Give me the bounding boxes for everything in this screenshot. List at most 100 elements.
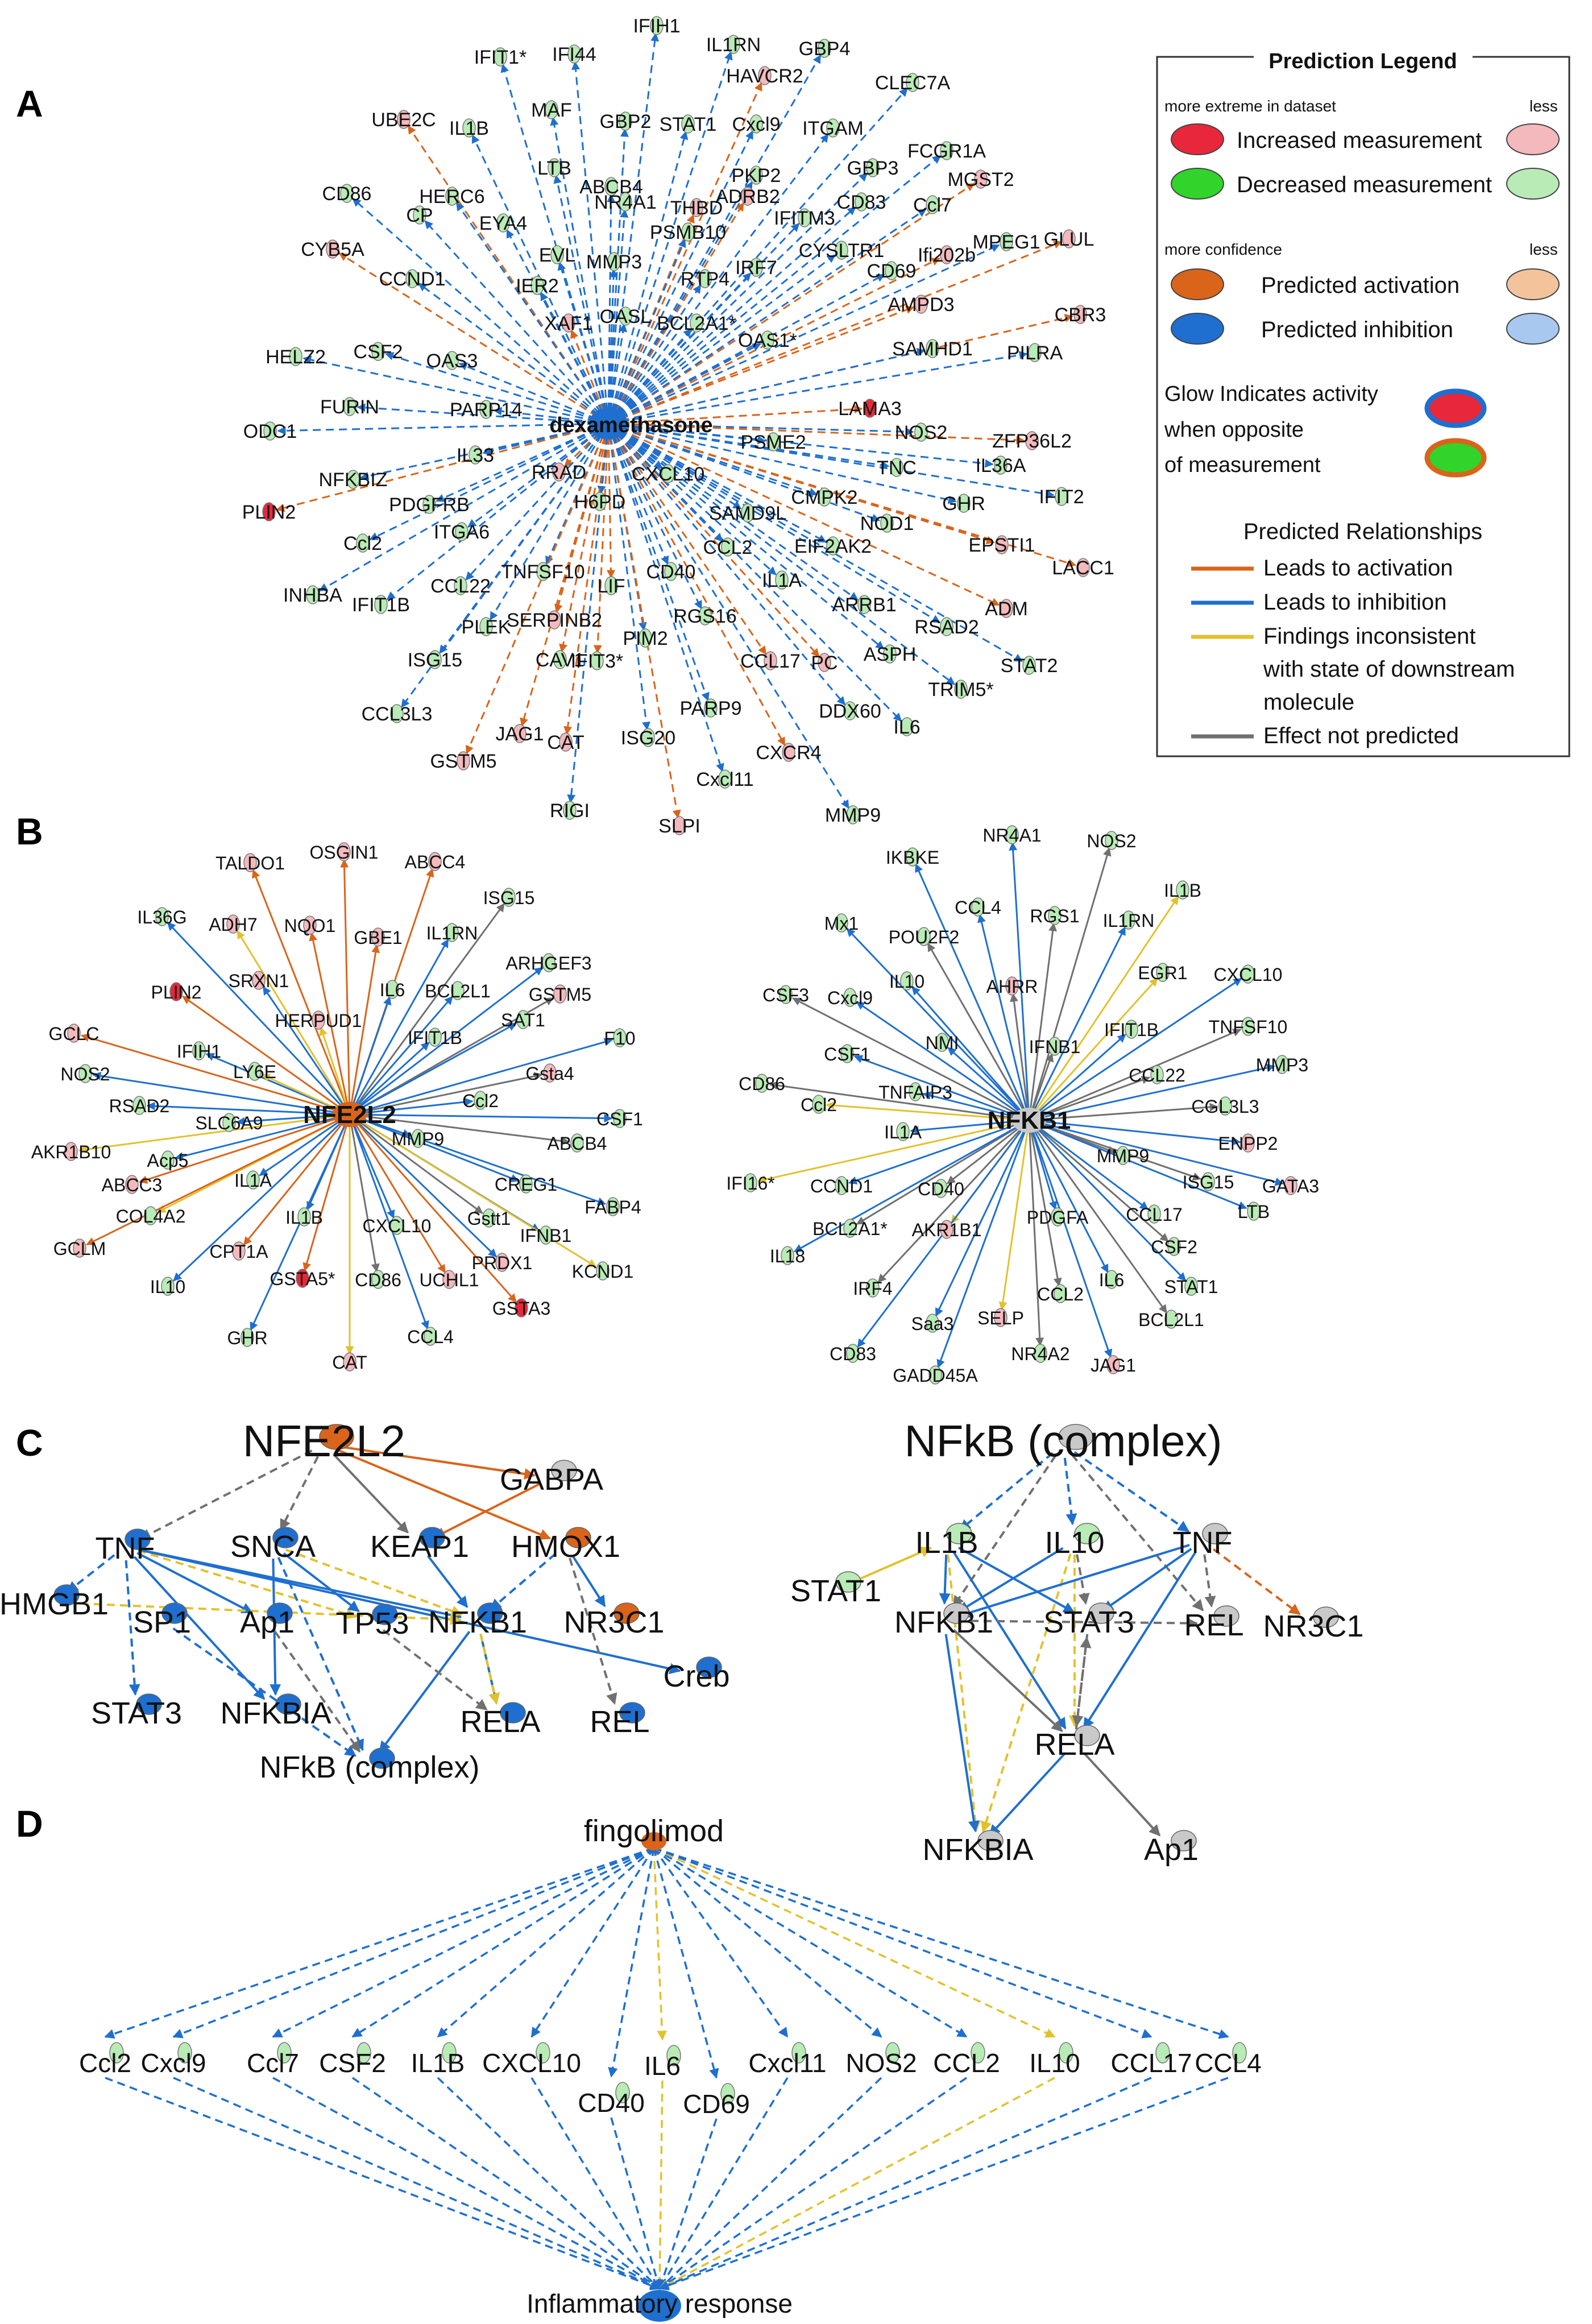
- node-shape-lama3: [863, 399, 877, 418]
- node-shape-ccl2: [1054, 1284, 1067, 1303]
- node-shape-osgin1: [337, 842, 351, 861]
- node-label-ifit1b: IFIT1B: [352, 594, 410, 616]
- panel-d-edge-bottom-nos2: [658, 2077, 882, 2290]
- panelc2-edge-6: [939, 1554, 951, 1605]
- node-shape-gclm: [73, 1238, 86, 1258]
- node-label-abcc3: ABCC3: [102, 1175, 163, 1195]
- node-shape-ahrr: [1005, 976, 1019, 996]
- node-mmp9: MMP9: [1097, 1146, 1149, 1166]
- panel-d-edge-top-cd69: [653, 1847, 719, 2079]
- panelc1-edge-10: [138, 1550, 358, 1619]
- node-cd40: CD40: [578, 2082, 645, 2118]
- node-label-gstm5: GSTM5: [529, 984, 591, 1005]
- node-label-cd40: CD40: [646, 561, 696, 583]
- panela-edge-nr4a1: [607, 209, 629, 424]
- panel-d-edge-top-cxcl9: [172, 1847, 654, 2039]
- node-nos2: NOS2: [895, 422, 948, 444]
- panela-edge-cd83: [608, 206, 856, 425]
- node-gsta5: GSTA5*: [270, 1269, 335, 1289]
- node-ltb: LTB: [1238, 1202, 1270, 1222]
- node-shape-gsta5: [296, 1269, 309, 1288]
- panelb2-edge-cxcl9: [856, 1001, 1030, 1121]
- node-label-gstt1: Gstt1: [467, 1208, 511, 1229]
- node-parp9: PARP9: [680, 698, 742, 719]
- node-irf7: IRF7: [735, 257, 777, 279]
- panela-edge-plek: [489, 423, 610, 621]
- node-shape-slpi: [673, 816, 686, 835]
- node-helz2: HELZ2: [266, 346, 326, 368]
- panel-b-nfkb1-edges: [757, 842, 1284, 1369]
- node-shape-il1a: [896, 1122, 910, 1141]
- node-label-uchl1: UCHL1: [420, 1270, 479, 1290]
- node-shape-abcc4: [428, 852, 442, 871]
- node-label-irf7: IRF7: [735, 257, 777, 279]
- node-shape-acp5: [161, 1150, 175, 1170]
- panelb1-edge-uchl1: [349, 1114, 446, 1274]
- node-label-tnfaip3: TNFAIP3: [878, 1082, 952, 1103]
- node-label-plin2: PLIN2: [242, 502, 296, 523]
- node-tnc: TNC: [877, 457, 917, 479]
- node-label-ghr: GHR: [227, 1328, 267, 1348]
- node-samd9l: SAMD9L: [709, 503, 786, 524]
- node-shape-ifnb1: [539, 1225, 553, 1245]
- panelc1-edge-17: [490, 1553, 557, 1610]
- node-shape-cxcl9: [843, 988, 857, 1007]
- panela-edge-samhd1: [608, 347, 926, 425]
- node-adm: ADM: [985, 598, 1028, 620]
- node-ifnb1: IFNB1: [1029, 1037, 1081, 1057]
- node-shape-rgs16: [698, 606, 712, 625]
- node-gabpa: GABPA: [500, 1460, 603, 1497]
- node-ifit1b: IFIT1B: [352, 594, 410, 616]
- node-epsti1: EPSTI1: [968, 535, 1035, 556]
- node-abcb4: ABCB4: [548, 1133, 607, 1154]
- panela-edge-pc: [607, 422, 820, 657]
- node-label-nr4a1: NR4A1: [594, 192, 657, 213]
- node-shape-il1b: [442, 2042, 457, 2064]
- node-label-parp14: PARP14: [450, 399, 523, 421]
- panelb1-edge-prdx1: [349, 1113, 498, 1258]
- node-label-adh7: ADH7: [209, 914, 257, 935]
- panel-letter-b: B: [16, 810, 43, 852]
- node-shape-ccl7: [277, 2042, 292, 2064]
- node-shape-il1rn: [727, 35, 740, 54]
- panelb1-edge-il36g: [167, 922, 351, 1116]
- panelb2-edge-nmi: [947, 1047, 1030, 1121]
- panelb2-edge-il18: [793, 1119, 1030, 1253]
- node-label-rrad: RRAD: [532, 462, 586, 483]
- node-shape-nfkb-complex: [369, 1747, 395, 1769]
- node-shape-cpt1a: [232, 1241, 246, 1261]
- node-nr4a1: NR4A1: [594, 192, 657, 213]
- panelc2-edge-18: [1203, 1554, 1216, 1608]
- node-evl: EVL: [539, 245, 575, 266]
- node-shape-ltb: [548, 158, 561, 177]
- node-label-nr3c1: NR3C1: [1263, 1609, 1363, 1643]
- node-egr1: EGR1: [1138, 963, 1187, 983]
- node-rgs1: RGS1: [1030, 906, 1079, 926]
- node-shape-h6pd: [593, 492, 607, 511]
- node-shape-nr4a1: [1005, 825, 1019, 844]
- node-ifi202b: Ifi202b: [918, 245, 976, 266]
- panel-d-edge-bottom-cd40: [610, 2117, 662, 2290]
- node-stat1: STAT1: [1164, 1277, 1218, 1297]
- node-label-cmpk2: CMPK2: [791, 487, 857, 508]
- panelb1-edge-gclm: [86, 1113, 350, 1246]
- node-cp: CP: [406, 205, 433, 226]
- panelb2-edge-nr4a1: [1009, 842, 1030, 1121]
- node-shape-ccl17: [1147, 1204, 1161, 1224]
- node-shape-il33: [469, 445, 482, 465]
- node-cxcl10: CXCL10: [482, 2042, 581, 2078]
- panel-d-edge-bottom-cd69: [657, 2118, 718, 2290]
- panel-c-right-edges: [848, 1451, 1301, 1837]
- panela-edge-oas3: [458, 362, 609, 425]
- panelc1-edge-1: [336, 1448, 552, 1540]
- node-ddx60: DDX60: [819, 701, 881, 722]
- node-label-cd86: CD86: [322, 183, 372, 205]
- panelc2-edge-4: [952, 1455, 1057, 1608]
- node-label-ifi16: IFI16*: [726, 1173, 774, 1194]
- node-label-ifnb1: IFNB1: [520, 1225, 572, 1246]
- node-il1b: IL1B: [449, 118, 489, 139]
- panela-edge-il33: [482, 422, 609, 456]
- legend-inhibition-label: Predicted inhibition: [1261, 317, 1453, 342]
- node-label-ifit3: IFIT3*: [571, 651, 624, 672]
